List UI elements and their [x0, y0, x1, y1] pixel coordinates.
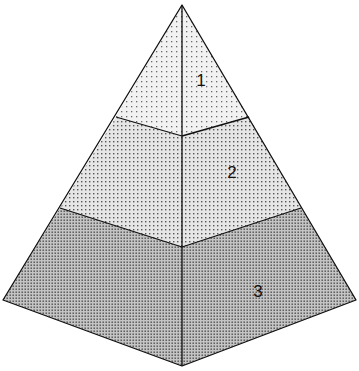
pyramid-outline: [3, 5, 356, 366]
callout-number: 2: [225, 163, 238, 182]
band-boundary: [116, 117, 249, 136]
front-edge: [181, 5, 182, 366]
bottom-band: [3, 208, 356, 366]
callout-number: 1: [194, 71, 207, 90]
callout-number: 3: [251, 282, 264, 301]
band-boundary: [60, 208, 301, 247]
